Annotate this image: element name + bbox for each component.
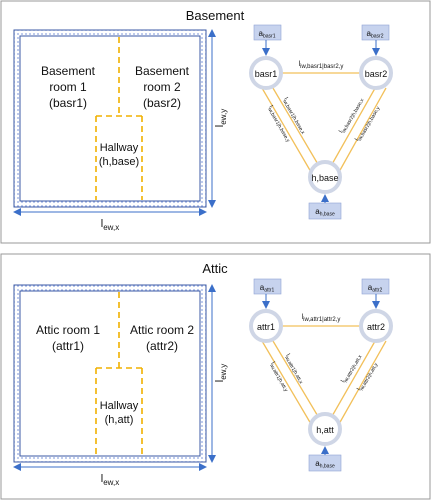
- source-label: aattr1: [260, 283, 275, 294]
- interior-space: [19, 290, 201, 457]
- basement-panel: Basement Basement room 1 (basr1) Basemen…: [0, 0, 431, 244]
- interior-space: [19, 35, 201, 202]
- panel-title: Attic: [202, 261, 228, 276]
- hallway-label: Hallway: [100, 400, 139, 412]
- node-label: h,att: [316, 425, 334, 435]
- node-label: basr2: [365, 69, 388, 79]
- node-label: attr2: [367, 322, 385, 332]
- graph-edge: [269, 335, 320, 419]
- dimension-x-label: lew,x: [101, 473, 119, 487]
- node-label: attr1: [257, 322, 275, 332]
- edge-label: liw,attr1|attr2,y: [302, 314, 341, 323]
- room1-label: (basr1): [49, 96, 87, 110]
- node-label: h,base: [311, 173, 338, 183]
- dimension-y-label: lew,y: [214, 364, 228, 382]
- room2-label: Basement: [135, 64, 190, 78]
- graph-edge: [330, 82, 379, 167]
- floor-plan: Attic room 1 (attr1) Attic room 2 (attr2…: [13, 284, 228, 487]
- source-box: [253, 278, 282, 295]
- graph-edge: [330, 335, 379, 419]
- graph-node: [308, 412, 342, 446]
- graph-edge: [338, 340, 387, 425]
- graph-node: [249, 309, 283, 343]
- source-label: abasr2: [367, 29, 384, 40]
- source-label: ah,base: [315, 459, 335, 470]
- graph-node: [359, 309, 393, 343]
- graph-edge: [261, 340, 312, 425]
- node-label: basr1: [255, 69, 278, 79]
- room1-label: room 1: [49, 80, 87, 94]
- source-box: [253, 24, 282, 41]
- graph-edge: [269, 82, 320, 167]
- room1-label: Basement: [41, 64, 96, 78]
- dimension-x-label: lew,x: [101, 218, 119, 232]
- edge-label: liw,basr1|basr2,y: [299, 61, 344, 70]
- panel-title: Basement: [186, 8, 245, 23]
- hallway-label: (h,att): [105, 414, 134, 426]
- room1-label: Attic room 1: [36, 323, 100, 337]
- source-label: ah,base: [315, 207, 335, 218]
- graph-edge: [261, 87, 312, 173]
- room2-label: Attic room 2: [130, 323, 194, 337]
- floor-plan: Basement room 1 (basr1) Basement room 2 …: [13, 29, 228, 232]
- hallway-label: (h,base): [99, 156, 139, 168]
- hallway-label: Hallway: [100, 142, 139, 154]
- graph-node: [359, 56, 393, 90]
- attic-panel: Attic Attic room 1 (attr1) Attic room 2 …: [0, 253, 431, 500]
- source-label: aattr2: [368, 283, 383, 294]
- room2-label: (basr2): [143, 96, 181, 110]
- dimension-y-label: lew,y: [214, 109, 228, 127]
- room1-label: (attr1): [52, 339, 84, 353]
- graph-edge: [338, 87, 387, 173]
- graph-node: [308, 160, 342, 194]
- room2-label: room 2: [143, 80, 181, 94]
- room2-label: (attr2): [146, 339, 178, 353]
- source-label: abasr1: [259, 29, 276, 40]
- graph-node: [249, 56, 283, 90]
